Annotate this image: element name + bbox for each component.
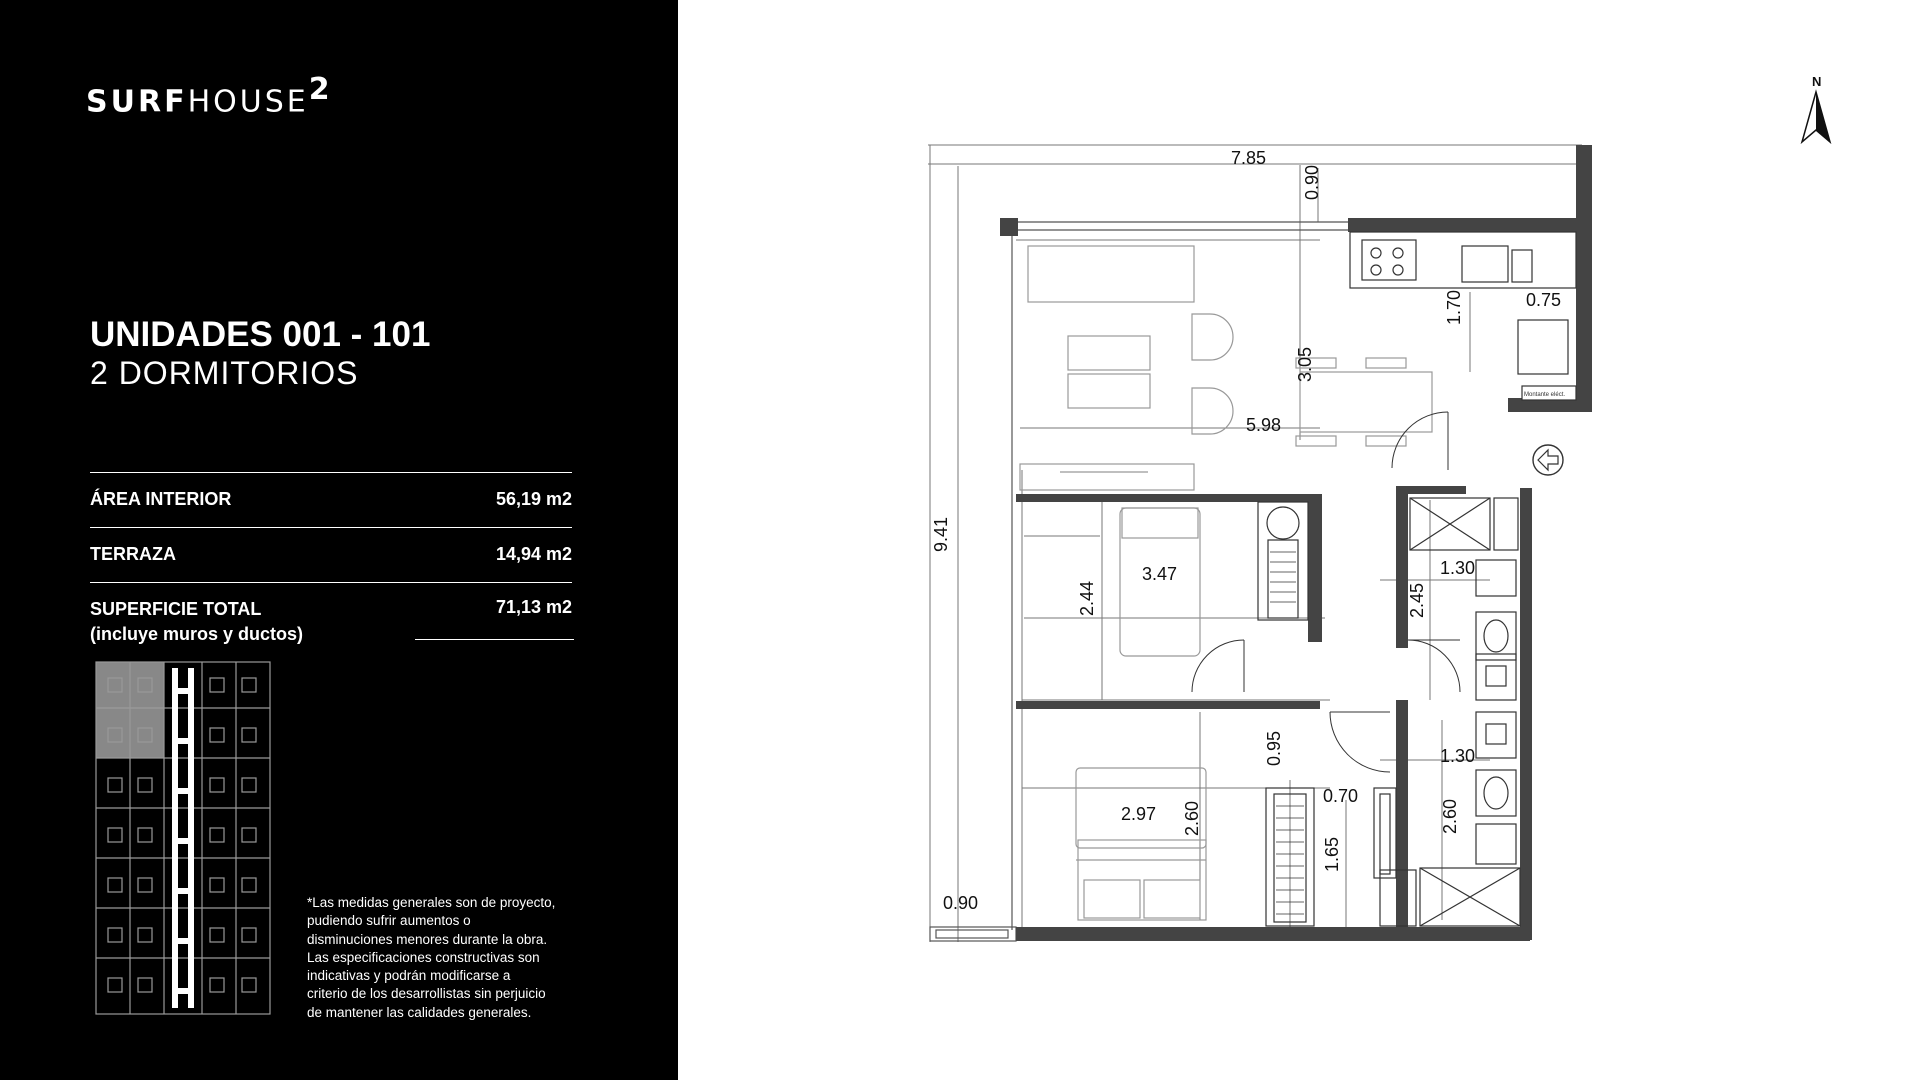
info-panel: SURFHOUSE2 UNIDADES 001 - 101 2 DORMITOR…: [0, 0, 678, 1080]
dim-kitchen-side: 0.75: [1526, 290, 1561, 310]
spec-row-interior: ÁREA INTERIOR 56,19 m2: [90, 472, 572, 527]
dim-closet-depth: 1.65: [1322, 837, 1342, 872]
dim-hall-depth: 0.95: [1264, 731, 1284, 766]
units-title: UNIDADES 001 - 101: [90, 315, 431, 354]
building-location-plan: [92, 658, 274, 1018]
north-label: N: [1812, 74, 1821, 89]
spec-value: 56,19 m2: [495, 489, 572, 509]
spec-value: 71,13 m2: [495, 597, 572, 617]
dim-bath2-width: 1.30: [1440, 746, 1475, 766]
spec-label: TERRAZA: [90, 544, 176, 564]
disclaimer-line: disminuciones menores durante la obra.: [307, 931, 548, 947]
spec-label: ÁREA INTERIOR: [90, 489, 232, 509]
spec-label-line2: (incluye muros y ductos): [90, 624, 304, 644]
dim-hall-width: 0.70: [1323, 786, 1358, 806]
entrance-arrow-icon: [1532, 444, 1564, 476]
dim-bed2-width: 2.97: [1121, 804, 1156, 824]
disclaimer-line: de mantener las calidades generales.: [307, 1004, 532, 1020]
disclaimer-line: *Las medidas generales son de proyecto,: [307, 895, 556, 910]
spec-table: ÁREA INTERIOR 56,19 m2 TERRAZA 14,94 m2 …: [90, 472, 574, 644]
spec-row-total: SUPERFICIE TOTAL (incluye muros y ductos…: [90, 582, 574, 644]
dim-total-height: 9.41: [931, 517, 951, 552]
disclaimer-line: criterio de los desarrollistas sin perju…: [307, 986, 546, 1002]
spec-label-line1: SUPERFICIE TOTAL: [90, 599, 262, 619]
dim-bed2-depth: 2.60: [1182, 801, 1202, 836]
disclaimer: *Las medidas generales son de proyecto, …: [307, 894, 587, 1022]
dim-top-width: 7.85: [1231, 148, 1266, 168]
dim-terrace-width: 0.90: [943, 893, 978, 913]
spec-label: SUPERFICIE TOTAL (incluye muros y ductos…: [90, 597, 303, 647]
brand-name-light: HOUSE: [187, 84, 309, 120]
dim-kitchen-depth: 1.70: [1444, 290, 1464, 325]
divider: [415, 639, 574, 640]
disclaimer-line: pudiendo sufrir aumentos o: [307, 913, 471, 929]
dim-bath1-depth: 2.45: [1407, 583, 1427, 618]
heater-label: Montante eléct.: [1524, 392, 1565, 398]
north-arrow-icon: N: [1800, 74, 1832, 145]
dim-bed1-depth: 2.44: [1077, 581, 1097, 616]
brand-logo: SURFHOUSE2: [86, 72, 330, 120]
dim-living-depth: 3.05: [1295, 347, 1315, 382]
dim-bed1-width: 3.47: [1142, 564, 1177, 584]
disclaimer-line: Las especificaciones constructivas son: [307, 949, 540, 965]
dim-living-width: 5.98: [1246, 415, 1281, 435]
spec-value: 14,94 m2: [495, 544, 572, 564]
dim-top-offset: 0.90: [1302, 165, 1322, 200]
brand-superscript: 2: [308, 72, 330, 107]
brand-name-bold: SURF: [86, 84, 188, 120]
dim-bath2-depth: 2.60: [1440, 799, 1460, 834]
units-subtitle: 2 DORMITORIOS: [90, 355, 359, 391]
disclaimer-line: indicativas y podrán modificarse a: [307, 968, 511, 984]
spec-row-terrace: TERRAZA 14,94 m2: [90, 527, 572, 582]
dim-bath1-width: 1.30: [1440, 558, 1475, 578]
